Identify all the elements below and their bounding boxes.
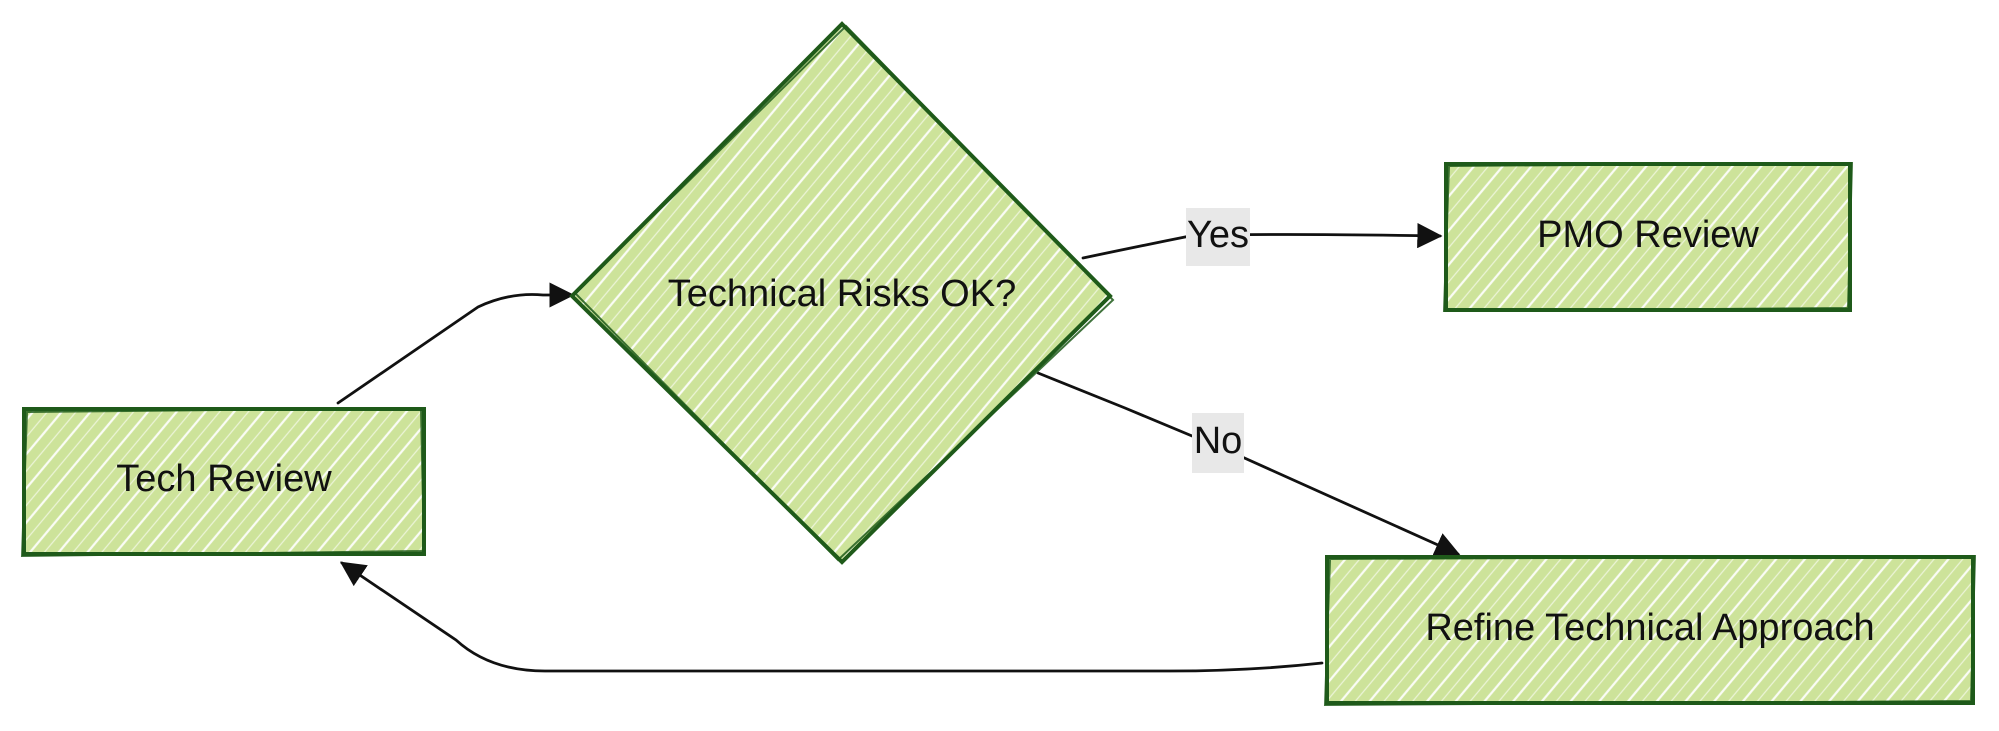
node-decision-label: Technical Risks OK?	[668, 273, 1016, 315]
edge-decision-to-refine-no[interactable]	[1036, 371, 1461, 557]
node-refine-label: Refine Technical Approach	[1425, 607, 1874, 649]
node-tech-review-label: Tech Review	[116, 458, 332, 500]
edge-tech-review-to-decision[interactable]	[336, 282, 575, 405]
edge-label-yes-text: Yes	[1187, 214, 1249, 256]
edge-decision-to-pmo-yes[interactable]	[1081, 223, 1443, 260]
node-pmo-review-label: PMO Review	[1537, 214, 1759, 256]
node-pmo-review[interactable]: PMO Review	[1442, 161, 1854, 313]
node-decision[interactable]: Technical Risks OK?	[569, 21, 1115, 565]
node-tech-review[interactable]: Tech Review	[20, 406, 426, 558]
edge-label-yes-bg	[1186, 208, 1250, 266]
edge-label-no: No	[1192, 413, 1244, 473]
edge-refine-to-tech-review[interactable]	[339, 561, 1324, 673]
edge-label-no-bg	[1192, 413, 1244, 473]
edge-label-no-text: No	[1194, 420, 1243, 462]
node-refine-technical-approach[interactable]: Refine Technical Approach	[1323, 554, 1977, 707]
edge-label-yes: Yes	[1186, 208, 1250, 266]
